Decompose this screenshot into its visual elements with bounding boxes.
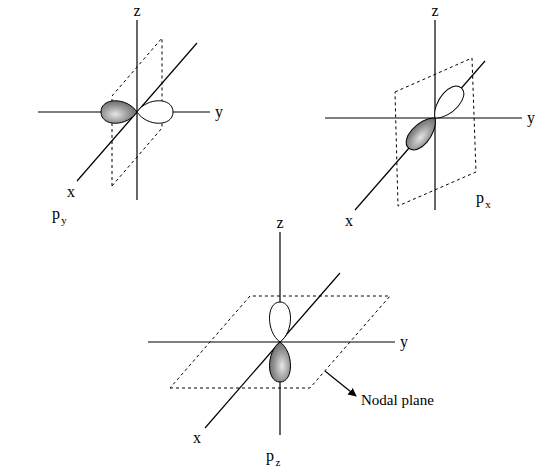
axis-label: x [193,430,201,446]
leader-arrow [325,371,356,396]
y-axis [148,341,395,342]
white-lobe [428,81,469,124]
axis-label: z [431,3,438,19]
orbital-name: p [52,206,60,222]
white-lobe [270,302,291,342]
z-axis [136,20,137,200]
y-axis [325,117,522,118]
orbital-subscript: z [276,457,281,468]
py-panel [38,20,210,200]
callout-label: Nodal plane [361,393,434,408]
axis-label: z [133,3,140,19]
orbital-name: p [476,190,484,206]
white-lobe [137,101,173,124]
orbital-subscript: x [485,199,491,210]
axis-label: z [276,215,283,231]
x-axis [77,43,197,181]
axis-label: y [400,334,408,350]
axis-label: y [215,104,223,120]
orbital-name: p [266,448,274,464]
orbital-subscript: y [61,215,67,226]
axis-label: x [67,184,75,200]
pz-panel [148,232,395,435]
x-axis [355,61,485,210]
x-axis [205,273,340,428]
axis-label: x [345,213,353,229]
shaded-lobe [101,101,137,124]
axis-label: y [527,110,535,126]
shaded-lobe [270,342,291,382]
px-panel [325,20,522,210]
